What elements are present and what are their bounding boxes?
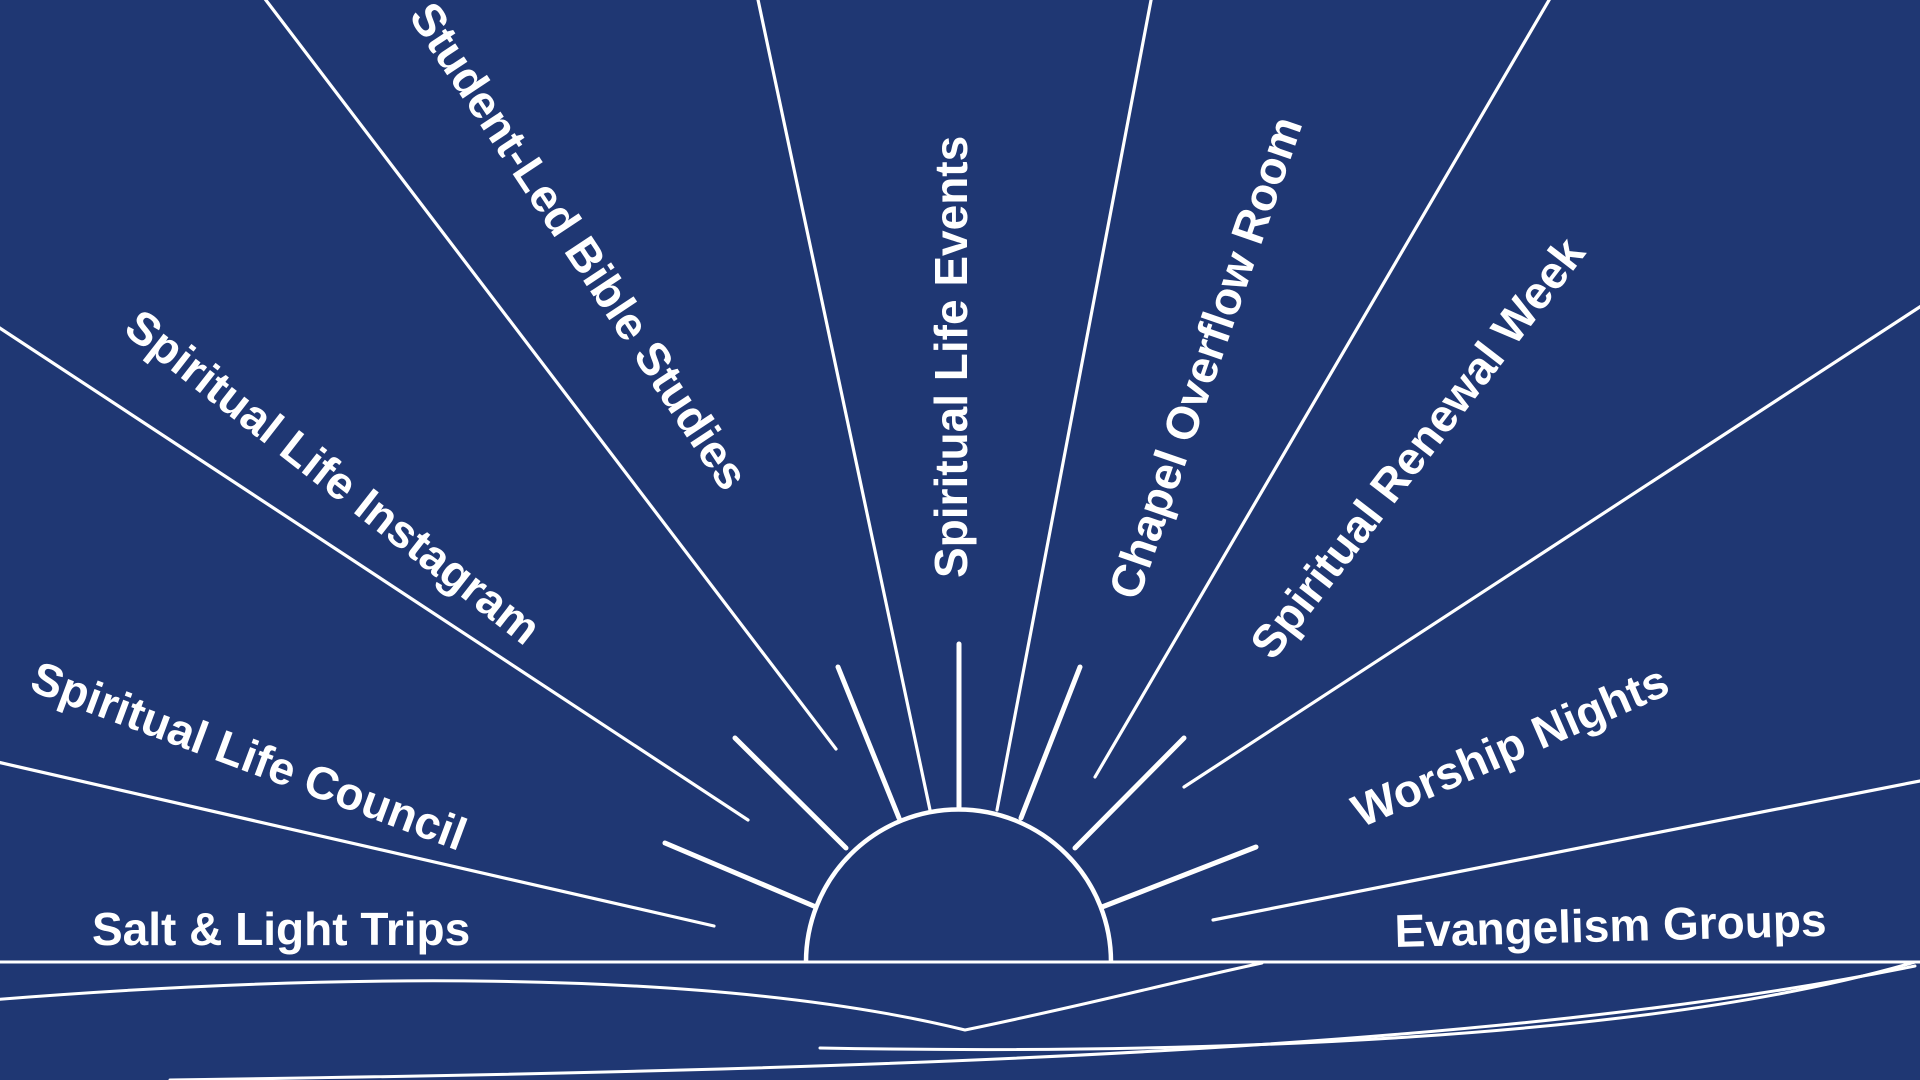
sun-ray-6 <box>1072 735 1187 851</box>
sun <box>803 807 1114 963</box>
wave-3 <box>818 960 1917 1052</box>
wave-1 <box>0 961 1264 1032</box>
sun-ray-5 <box>1018 664 1083 821</box>
wave-2 <box>168 964 1917 1080</box>
sun-ray-2 <box>732 735 849 851</box>
divider-ray-7 <box>1182 304 1920 789</box>
label-evangelism-groups: Evangelism Groups <box>1394 894 1827 957</box>
sun-ray-1 <box>662 840 819 910</box>
divider-ray-6 <box>1093 0 1551 779</box>
divider-ray-8 <box>1211 779 1920 922</box>
label-spiritual-life-events: Spiritual Life Events <box>925 136 977 578</box>
sun-ray-7 <box>1099 844 1259 910</box>
sun-ray-3 <box>835 664 902 821</box>
horizon-lines <box>0 960 1920 1080</box>
label-salt-light-trips: Salt & Light Trips <box>92 903 470 955</box>
divider-ray-3 <box>263 0 838 751</box>
divider-ray-4 <box>756 0 932 812</box>
sun-rays <box>662 641 1259 910</box>
divider-rays <box>0 0 1920 928</box>
divider-ray-5 <box>995 0 1153 812</box>
divider-ray-2 <box>0 326 750 822</box>
divider-ray-1 <box>0 760 716 928</box>
